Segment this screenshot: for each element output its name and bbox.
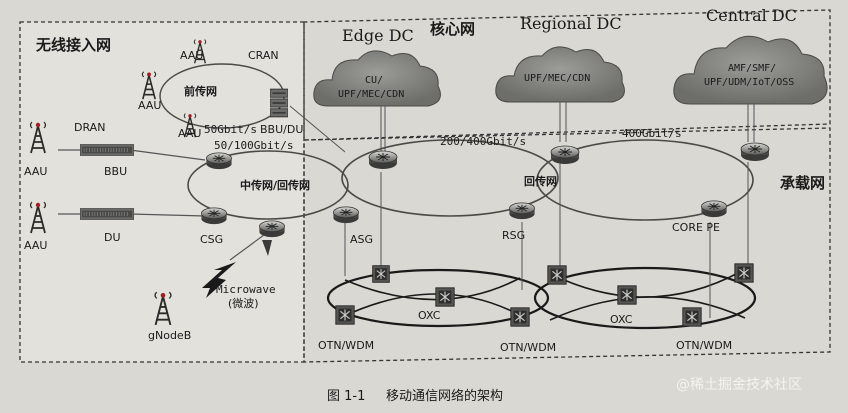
- otn-ring-1: [326, 268, 550, 328]
- aau-label-dran: AAU: [24, 165, 48, 178]
- otn-node-icon: [682, 307, 702, 327]
- otn-node-icon: [372, 265, 390, 283]
- regional-dc-title: Regional DC: [520, 14, 622, 33]
- midhaul-backhaul-label: 中传网/回传网: [240, 179, 311, 192]
- rsg-label: RSG: [502, 229, 526, 242]
- access-network-box: [19, 21, 305, 363]
- access-network-title: 无线接入网: [36, 36, 112, 54]
- bbu-label: BBU: [104, 165, 128, 178]
- central-dc-function-line1: AMF/SMF/: [728, 63, 777, 74]
- asg-label: ASG: [350, 233, 374, 246]
- watermark: @稀土掘金技术社区: [676, 377, 802, 393]
- otn-wdm-label-1: OTN/WDM: [318, 339, 375, 352]
- otn-node-icon: [734, 263, 754, 283]
- microwave-router-icon: [258, 220, 286, 238]
- aau-label-du: AAU: [24, 239, 48, 252]
- core-network-box: [303, 9, 831, 141]
- edge-dc-title: Edge DC: [342, 26, 414, 45]
- central-router-icon: [740, 142, 770, 162]
- oxc-node-icon: [435, 287, 455, 307]
- regional-router-icon: [550, 145, 580, 165]
- core-pe-label: CORE PE: [672, 221, 721, 234]
- gnodeb-label: gNodeB: [148, 329, 192, 342]
- transport-network-box: [303, 127, 831, 363]
- edge-dc-function-line2: UPF/MEC/CDN: [338, 89, 405, 100]
- otn-node-icon: [510, 307, 530, 327]
- rate-200-400g-label: 200/400Gbit/s: [440, 135, 527, 148]
- csg-router-icon: [200, 207, 228, 225]
- aau-label-cran-left: AAU: [138, 99, 162, 112]
- central-dc-function-line2: UPF/UDM/IoT/OSS: [704, 77, 795, 88]
- du-server-icon: [80, 208, 134, 220]
- rsg-router-icon: [508, 202, 536, 220]
- otn-ring-2: [533, 266, 757, 330]
- regional-dc-function-line1: UPF/MEC/CDN: [524, 73, 591, 84]
- dran-router-icon: [205, 152, 233, 170]
- rate-400g-label: 400Gbit/s: [622, 127, 682, 140]
- du-label: DU: [104, 231, 121, 244]
- aau-label-cran-top: AAU: [180, 49, 204, 62]
- rate-50g-label: 50Gbit/s: [204, 123, 257, 136]
- bbu-server-icon: [80, 144, 134, 156]
- regional-dc-cloud: [495, 46, 625, 103]
- otn-wdm-label-3: OTN/WDM: [676, 339, 733, 352]
- oxc-node-icon: [617, 285, 637, 305]
- backhaul-ring-1: [341, 139, 559, 217]
- transport-network-title: 承载网: [780, 174, 826, 192]
- microwave-antenna-icon: [262, 240, 272, 256]
- edge-router-icon: [368, 150, 398, 170]
- rate-50-100g-label: 50/100Gbit/s: [214, 139, 294, 152]
- microwave-link-icon: [202, 262, 236, 298]
- aau-label-cran-bottom: AAU: [178, 127, 202, 140]
- csg-label: CSG: [200, 233, 224, 246]
- central-dc-title: Central DC: [706, 6, 797, 25]
- figure-caption-number: 图 1-1: [327, 389, 366, 404]
- microwave-cn-label: (微波): [228, 297, 259, 310]
- backhaul-ring-2: [536, 139, 754, 221]
- figure-caption-text: 移动通信网络的架构: [386, 389, 504, 404]
- otn-node-icon: [335, 305, 355, 325]
- oxc-label-1: OXC: [418, 309, 441, 322]
- edge-dc-cloud: [313, 50, 441, 107]
- midhaul-ring: [187, 150, 349, 220]
- fronthaul-label: 前传网: [184, 85, 217, 98]
- core-pe-router-icon: [700, 200, 728, 218]
- cran-bbu-stack-icon: [270, 88, 288, 118]
- edge-dc-function-line1: CU/: [365, 75, 384, 86]
- cran-label: CRAN: [248, 49, 279, 62]
- otn-wdm-label-2: OTN/WDM: [500, 341, 557, 354]
- dran-label: DRAN: [74, 121, 106, 134]
- microwave-label: Microwave: [216, 283, 276, 296]
- otn-node-icon: [547, 265, 567, 285]
- bbu-du-label: BBU/DU: [260, 123, 304, 136]
- central-dc-cloud: [673, 35, 828, 105]
- backhaul-label: 回传网: [524, 175, 557, 188]
- oxc-label-2: OXC: [610, 313, 633, 326]
- core-network-title: 核心网: [430, 20, 476, 38]
- asg-router-icon: [332, 206, 360, 224]
